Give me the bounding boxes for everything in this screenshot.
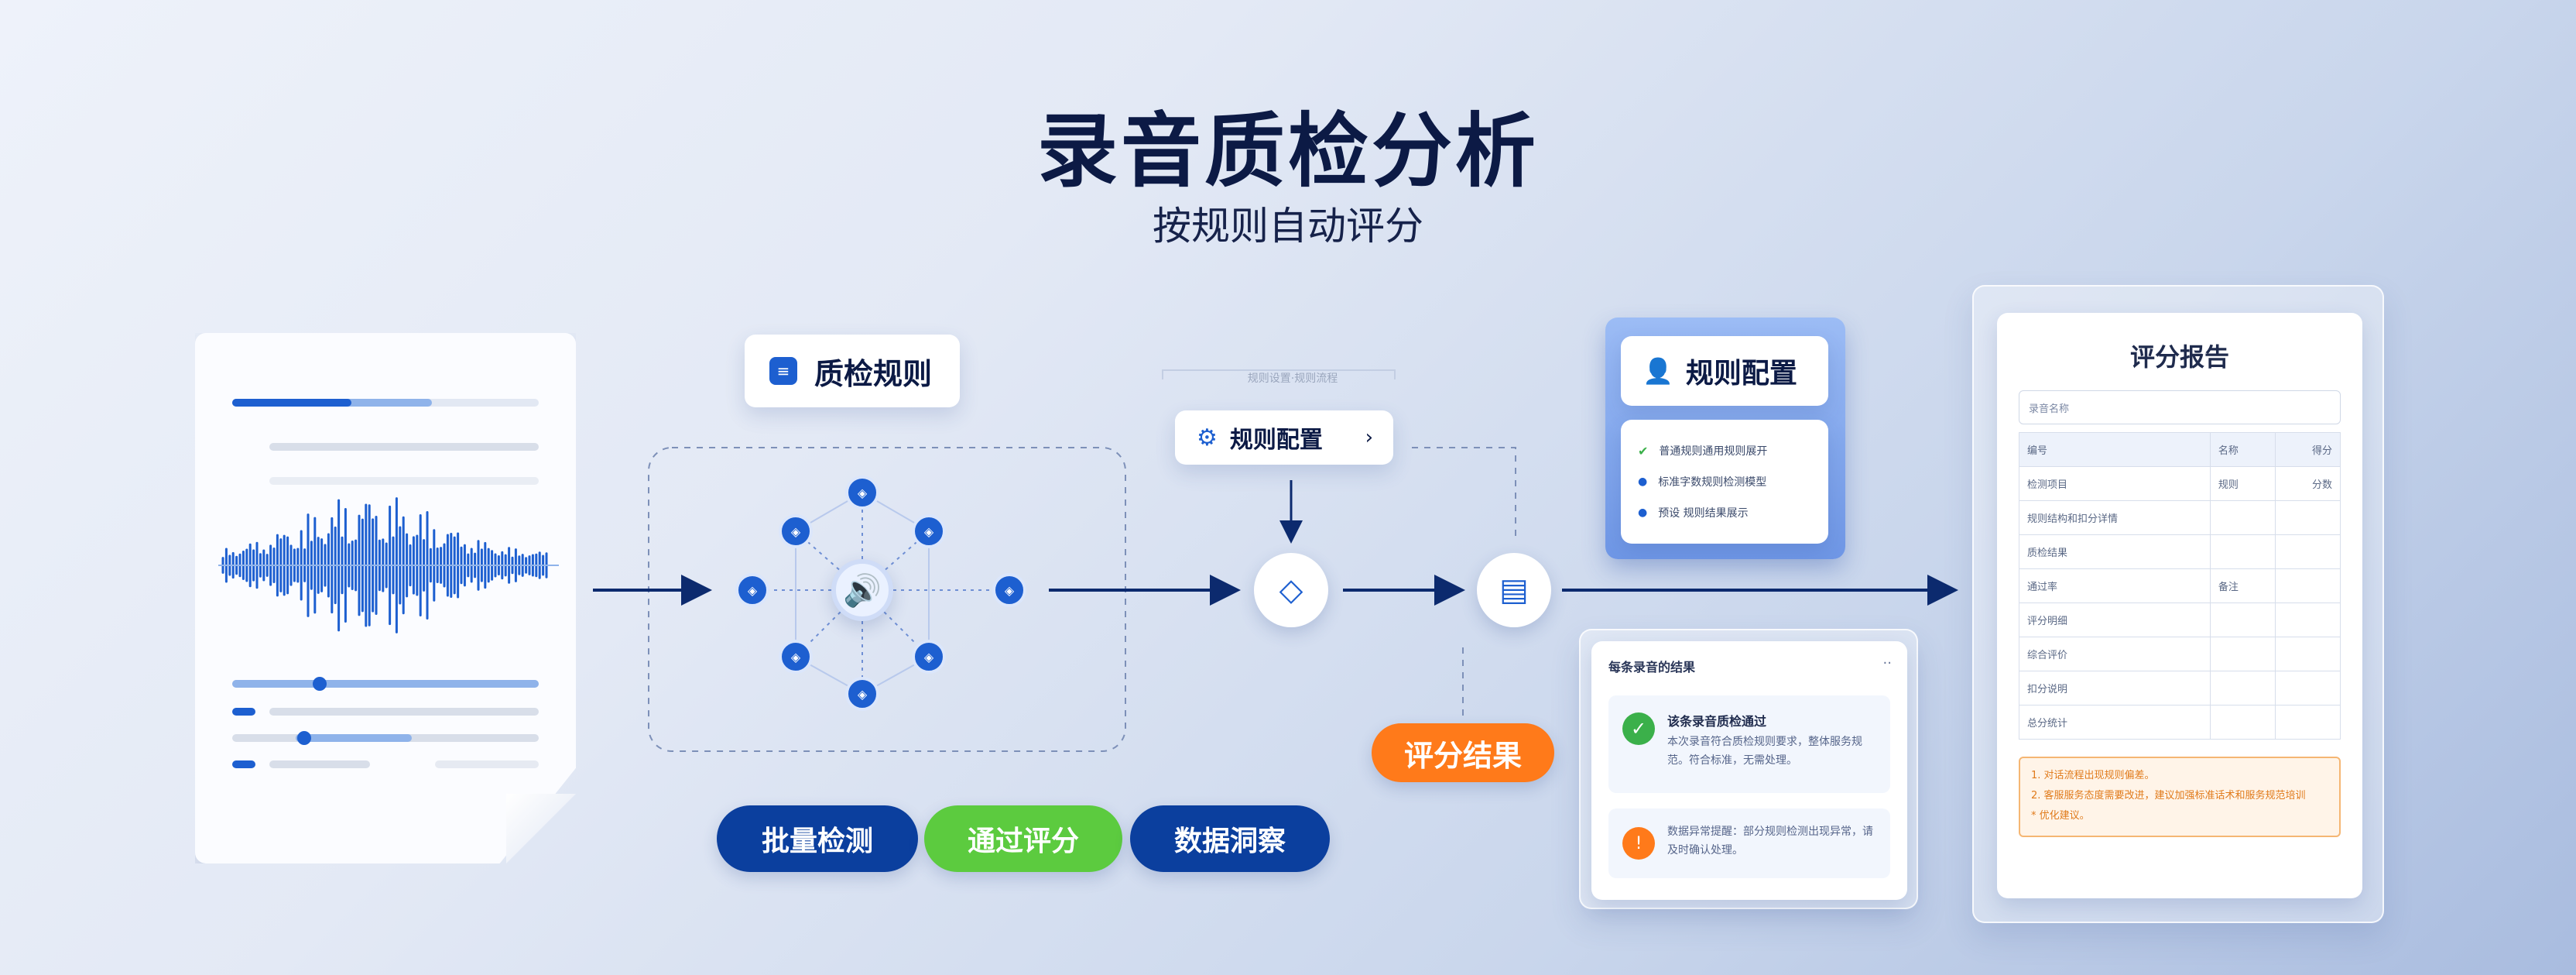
text-line [269,477,539,485]
table-row[interactable]: 质检结果 [2019,534,2341,569]
progress-fill [232,399,351,407]
table-cell: 扣分说明 [2019,671,2211,706]
check-circle-icon: ✓ [1622,712,1655,745]
table-row[interactable]: 总分统计 [2019,705,2341,740]
slider-knob[interactable] [297,731,311,745]
legend-mark [232,760,255,768]
rule-config-button[interactable]: ⚙ 规则配置 › [1175,410,1393,465]
table-cell: 分数 [2274,466,2341,501]
table-cell: 名称 [2209,432,2276,467]
text-line [269,443,539,451]
document-icon: ≡ [769,357,797,385]
chevron-right-icon: › [1365,426,1373,449]
dot-icon: ● [1638,506,1648,519]
text-line [435,760,539,768]
check-icon: ✔ [1638,443,1649,458]
table-cell [2209,705,2276,740]
batch-detect-pill[interactable]: 批量检测 [717,805,918,872]
list-item[interactable]: ● 预设 规则结果展示 [1638,506,1749,520]
table-cell [2209,534,2276,569]
report-card: 评分报告 录音名称 编号名称得分检测项目规则分数规则结构和扣分详情质检结果通过率… [1997,313,2362,898]
table-cell: 质检结果 [2019,534,2211,569]
text-line [269,708,539,716]
table-cell [2274,705,2341,740]
text-line [269,760,370,768]
table-row[interactable]: 综合评价 [2019,637,2341,671]
report-table: 编号名称得分检测项目规则分数规则结构和扣分详情质检结果通过率备注评分明细综合评价… [2019,432,2341,740]
diamond-icon[interactable]: ◇ [1254,553,1328,627]
quality-rules-card[interactable]: ≡ 质检规则 [745,335,960,407]
slider-knob[interactable] [313,677,327,691]
table-cell [2274,603,2341,637]
node-icon: ◈ [845,677,879,711]
table-cell [2209,500,2276,535]
gear-icon: ⚙ [1197,424,1218,451]
config-caption: 规则设置·规则流程 [1247,372,1338,385]
table-cell: 总分统计 [2019,705,2211,740]
list-item[interactable]: ● 标准字数规则检测模型 [1638,475,1767,489]
data-insight-pill[interactable]: 数据洞察 [1130,805,1330,872]
pass-box: ✓ 该条录音质检通过 本次录音符合质检规则要求，整体服务规范。符合标准，无需处理… [1608,695,1890,793]
node-icon: ◈ [735,573,769,607]
chart-icon[interactable]: ▤ [1477,553,1551,627]
table-cell: 规则结构和扣分详情 [2019,500,2211,535]
table-row[interactable]: 通过率备注 [2019,568,2341,603]
table-cell: 评分明细 [2019,603,2211,637]
dot-icon: ● [1638,475,1648,488]
audio-document [195,333,576,863]
config-card-frame: 👤 规则配置 ✔ 普通规则通用规则展开 ● 标准字数规则检测模型 ● 预设 规则… [1605,318,1845,559]
table-cell [2274,637,2341,671]
config-list: ✔ 普通规则通用规则展开 ● 标准字数规则检测模型 ● 预设 规则结果展示 [1621,420,1828,544]
table-cell [2209,637,2276,671]
table-row[interactable]: 检测项目规则分数 [2019,466,2341,501]
node-icon: ◈ [845,475,879,510]
speaker-icon[interactable]: 🔊 [831,559,893,621]
table-cell: 得分 [2274,432,2341,467]
more-icon[interactable]: ·· [1882,655,1892,671]
slider-fill [232,680,539,688]
node-icon: ◈ [779,640,813,674]
user-icon: 👤 [1643,356,1673,386]
table-cell [2274,500,2341,535]
table-cell [2274,568,2341,603]
list-item[interactable]: ✔ 普通规则通用规则展开 [1638,443,1768,458]
alert-icon: ! [1622,827,1655,860]
table-cell [2274,534,2341,569]
node-icon: ◈ [992,573,1026,607]
waveform-icon [218,497,559,633]
table-row[interactable]: 规则结构和扣分详情 [2019,500,2341,535]
result-panel: 每条录音的结果 ·· ✓ 该条录音质检通过 本次录音符合质检规则要求，整体服务规… [1579,629,1918,909]
table-cell [2209,603,2276,637]
config-card-header[interactable]: 👤 规则配置 [1621,336,1828,406]
node-icon: ◈ [779,514,813,548]
table-cell [2209,671,2276,706]
table-cell: 检测项目 [2019,466,2211,501]
node-icon: ◈ [912,640,946,674]
table-row[interactable]: 评分明细 [2019,603,2341,637]
warning-box: ! 数据异常提醒：部分规则检测出现异常，请及时确认处理。 [1608,808,1890,878]
pass-score-pill[interactable]: 通过评分 [924,805,1122,872]
slider-fill [296,734,412,742]
result-header: 每条录音的结果 [1608,660,1696,675]
result-card: 每条录音的结果 ·· ✓ 该条录音质检通过 本次录音符合质检规则要求，整体服务规… [1591,641,1907,900]
node-icon: ◈ [912,514,946,548]
report-title: 评分报告 [2129,342,2229,372]
table-cell [2274,671,2341,706]
notes-box: 1. 对话流程出现规则偏差。 2. 客服服务态度需要改进，建议加强标准话术和服务… [2019,757,2341,837]
table-cell: 综合评价 [2019,637,2211,671]
table-cell: 通过率 [2019,568,2211,603]
table-row[interactable]: 扣分说明 [2019,671,2341,706]
page-title: 录音质检分析 [1036,104,1539,198]
report-panel: 评分报告 录音名称 编号名称得分检测项目规则分数规则结构和扣分详情质检结果通过率… [1972,285,2384,923]
search-input[interactable]: 录音名称 [2019,390,2341,424]
legend-mark [232,708,255,716]
table-cell: 编号 [2019,432,2211,467]
table-cell: 规则 [2209,466,2276,501]
score-result-pill[interactable]: 评分结果 [1372,723,1554,782]
page-subtitle: 按规则自动评分 [1153,204,1423,249]
table-cell: 备注 [2209,568,2276,603]
table-row[interactable]: 编号名称得分 [2019,432,2341,467]
